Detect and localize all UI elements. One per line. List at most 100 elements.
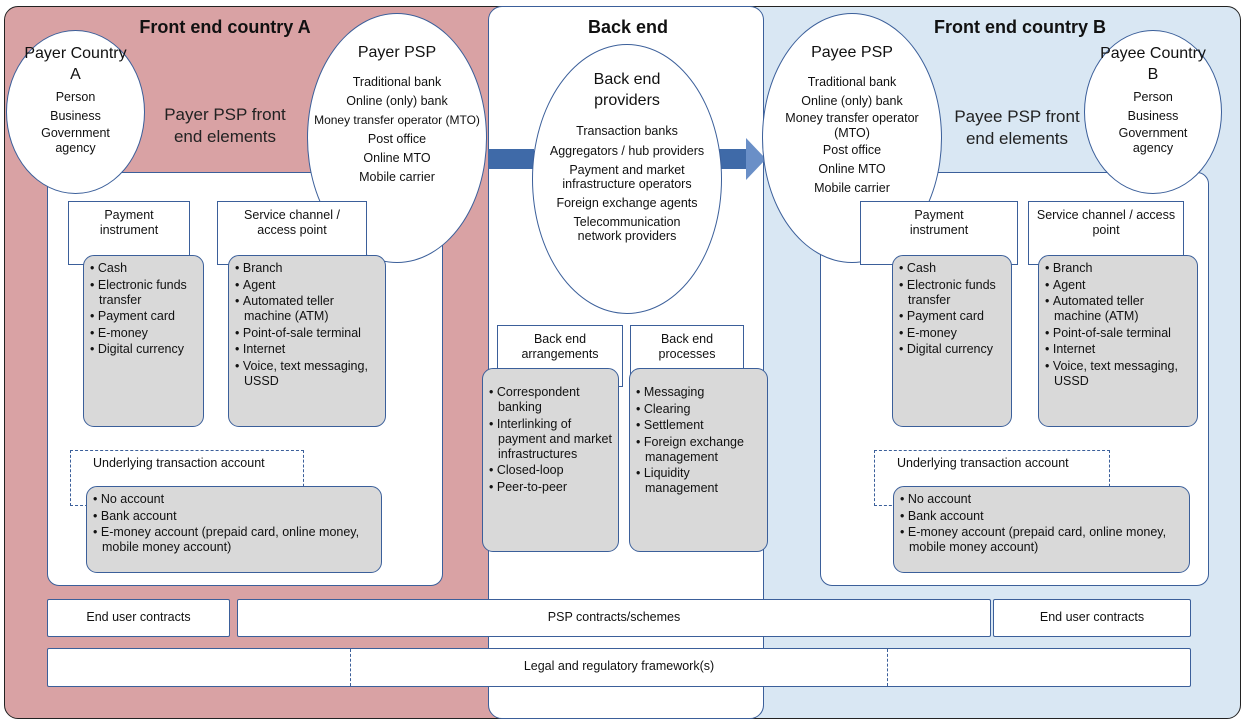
list-item: Bank account bbox=[900, 509, 1183, 524]
payee-payment-instrument-list: Cash Electronic funds transfer Payment c… bbox=[892, 255, 1012, 427]
payer-payment-instrument-tab: Payment instrument bbox=[68, 201, 190, 265]
list-item: Digital currency bbox=[90, 342, 197, 357]
legal-divider-left bbox=[350, 649, 351, 686]
payee-psp-item: Online MTO bbox=[818, 162, 886, 176]
list-item: Electronic funds transfer bbox=[899, 278, 1005, 308]
back-end-provider-item: Payment and market infrastructure operat… bbox=[562, 163, 692, 191]
list-item: Agent bbox=[235, 278, 379, 293]
payee-item: Business bbox=[1127, 109, 1179, 123]
list-item: No account bbox=[900, 492, 1183, 507]
legal-regulatory-framework: Legal and regulatory framework(s) bbox=[47, 648, 1191, 687]
payer-psp-item: Mobile carrier bbox=[359, 170, 435, 184]
payer-service-channel-list: Branch Agent Automated teller machine (A… bbox=[228, 255, 386, 427]
front-end-country-a-title: Front end country A bbox=[139, 17, 311, 37]
payer-payment-instrument-list: Cash Electronic funds transfer Payment c… bbox=[83, 255, 204, 427]
payer-psp-front-end-label-text: Payer PSP front end elements bbox=[164, 105, 286, 146]
payer-psp-title: Payer PSP bbox=[357, 44, 437, 61]
payer-payment-instrument-title: Payment instrument bbox=[99, 208, 159, 237]
list-item: Interlinking of payment and market infra… bbox=[489, 417, 612, 462]
list-item: Branch bbox=[235, 261, 379, 276]
legal-regulatory-framework-label: Legal and regulatory framework(s) bbox=[523, 659, 715, 673]
payer-psp-item: Traditional bank bbox=[352, 75, 442, 89]
payee-service-channel-list: Branch Agent Automated teller machine (A… bbox=[1038, 255, 1198, 427]
back-end-provider-item: Telecommunication network providers bbox=[573, 215, 681, 243]
payer-account-title: Underlying transaction account bbox=[93, 456, 265, 470]
payee-psp-front-end-label: Payee PSP front end elements bbox=[944, 106, 1090, 150]
payer-psp-item: Post office bbox=[367, 132, 427, 146]
list-item: No account bbox=[93, 492, 375, 507]
payee-item: Government agency bbox=[1118, 126, 1188, 155]
list-item: Correspondent banking bbox=[489, 385, 612, 415]
list-item: Cash bbox=[90, 261, 197, 276]
payer-psp-item: Money transfer operator (MTO) bbox=[314, 113, 480, 127]
front-end-country-b-title: Front end country B bbox=[934, 17, 1106, 37]
payee-account-list: No account Bank account E-money account … bbox=[893, 486, 1190, 573]
payee-service-channel-title: Service channel / access point bbox=[1036, 208, 1176, 237]
list-item: E-money bbox=[90, 326, 197, 341]
list-item: Point-of-sale terminal bbox=[1045, 326, 1191, 341]
list-item: Settlement bbox=[636, 418, 761, 433]
list-item: Automated teller machine (ATM) bbox=[1045, 294, 1191, 324]
list-item: E-money bbox=[899, 326, 1005, 341]
end-user-contracts-right: End user contracts bbox=[993, 599, 1191, 637]
payee-psp-item: Money transfer operator (MTO) bbox=[785, 111, 919, 140]
payee-service-channel-tab: Service channel / access point bbox=[1028, 201, 1184, 265]
payer-psp-item: Online MTO bbox=[363, 151, 431, 165]
payer-psp-front-end-label: Payer PSP front end elements bbox=[150, 104, 300, 148]
list-item: Point-of-sale terminal bbox=[235, 326, 379, 341]
list-item: Cash bbox=[899, 261, 1005, 276]
payer-service-channel-title: Service channel / access point bbox=[244, 208, 340, 237]
list-item: Peer-to-peer bbox=[489, 480, 612, 495]
back-end-provider-item: Transaction banks bbox=[576, 124, 678, 138]
list-item: Foreign exchange management bbox=[636, 435, 761, 465]
list-item: E-money account (prepaid card, online mo… bbox=[93, 525, 375, 555]
payee-psp-item: Mobile carrier bbox=[814, 181, 890, 195]
payee-psp-title: Payee PSP bbox=[811, 44, 893, 61]
list-item: Voice, text messaging, USSD bbox=[235, 359, 379, 389]
payer-item: Business bbox=[50, 109, 101, 123]
list-item: Internet bbox=[235, 342, 379, 357]
list-item: Bank account bbox=[93, 509, 375, 524]
payee-psp-item: Post office bbox=[822, 143, 882, 157]
list-item: Agent bbox=[1045, 278, 1191, 293]
back-end-title: Back end bbox=[587, 17, 669, 37]
list-item: Payment card bbox=[90, 309, 197, 324]
list-item: Digital currency bbox=[899, 342, 1005, 357]
list-item: Payment card bbox=[899, 309, 1005, 324]
payee-psp-item: Online (only) bank bbox=[801, 94, 903, 108]
payer-item: Person bbox=[55, 90, 96, 104]
payee-payment-instrument-title: Payment instrument bbox=[909, 208, 969, 237]
back-end-providers-title: Back end providers bbox=[593, 71, 661, 109]
back-end-processes-title: Back end processes bbox=[658, 332, 716, 361]
list-item: Automated teller machine (ATM) bbox=[235, 294, 379, 324]
list-item: E-money account (prepaid card, online mo… bbox=[900, 525, 1183, 555]
payer-to-backend-arrow bbox=[488, 149, 534, 169]
payee-item: Person bbox=[1133, 90, 1173, 104]
payer-account-list: No account Bank account E-money account … bbox=[86, 486, 382, 573]
back-end-provider-item: Aggregators / hub providers bbox=[549, 144, 705, 158]
payer-country-a-title: Payer Country A bbox=[24, 45, 127, 83]
payer-item: Government agency bbox=[41, 126, 110, 155]
payee-country-b-circle: Payee Country B Person Business Governme… bbox=[1084, 30, 1222, 194]
payee-psp-item: Traditional bank bbox=[807, 75, 897, 89]
payee-country-b-title: Payee Country B bbox=[1100, 45, 1206, 83]
payee-payment-instrument-tab: Payment instrument bbox=[860, 201, 1018, 265]
back-end-arrangements-title: Back end arrangements bbox=[521, 332, 599, 361]
list-item: Messaging bbox=[636, 385, 761, 400]
list-item: Closed-loop bbox=[489, 463, 612, 478]
payer-country-a-circle: Payer Country A Person Business Governme… bbox=[6, 30, 145, 194]
list-item: Clearing bbox=[636, 402, 761, 417]
list-item: Voice, text messaging, USSD bbox=[1045, 359, 1191, 389]
list-item: Internet bbox=[1045, 342, 1191, 357]
list-item: Electronic funds transfer bbox=[90, 278, 197, 308]
end-user-contracts-left: End user contracts bbox=[47, 599, 230, 637]
legal-divider-right bbox=[887, 649, 888, 686]
payer-service-channel-tab: Service channel / access point bbox=[217, 201, 367, 265]
payee-account-title: Underlying transaction account bbox=[897, 456, 1069, 470]
back-end-providers-circle: Back end providers Transaction banks Agg… bbox=[532, 44, 722, 314]
back-end-processes-list: Messaging Clearing Settlement Foreign ex… bbox=[629, 368, 768, 552]
backend-to-payee-arrow bbox=[716, 138, 766, 180]
list-item: Liquidity management bbox=[636, 466, 761, 496]
list-item: Branch bbox=[1045, 261, 1191, 276]
back-end-arrangements-list: Correspondent banking Interlinking of pa… bbox=[482, 368, 619, 552]
